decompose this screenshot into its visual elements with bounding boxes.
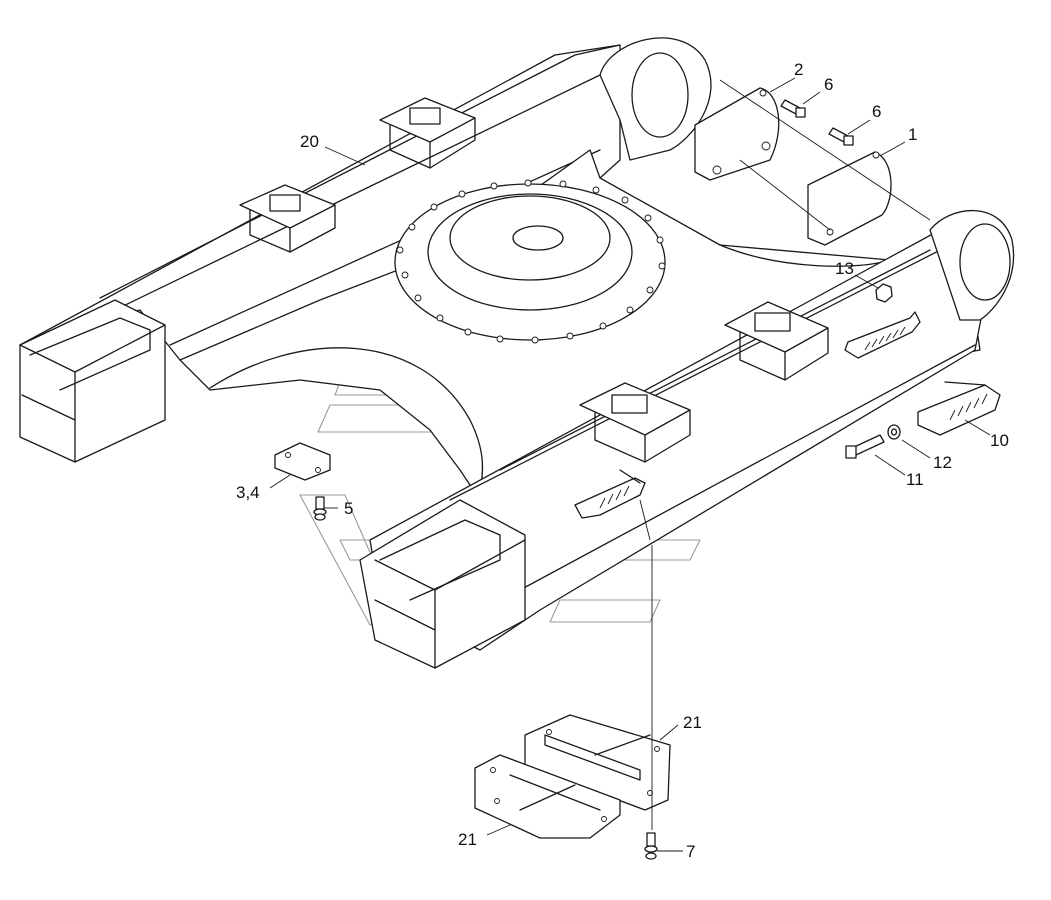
upper-roller-bracket bbox=[239, 184, 336, 253]
callout-labels: 1 2 6 6 13 20 3,4 5 10 12 11 21 21 7 bbox=[236, 60, 1009, 861]
bolt-5 bbox=[313, 496, 327, 521]
bolt-11 bbox=[845, 434, 885, 459]
under-cover-plate-21-upper bbox=[524, 714, 671, 811]
bolt-6-lower bbox=[828, 127, 854, 146]
callout-11: 11 bbox=[906, 470, 924, 489]
upper-roller-bracket bbox=[579, 382, 691, 463]
callout-13: 13 bbox=[835, 259, 854, 278]
callout-12: 12 bbox=[933, 453, 952, 472]
bolt-7 bbox=[644, 832, 658, 860]
callout-1: 1 bbox=[908, 125, 917, 144]
upper-roller-bracket bbox=[724, 301, 829, 381]
callout-6-upper: 6 bbox=[824, 75, 833, 94]
callout-20: 20 bbox=[300, 132, 319, 151]
cover-plate-3-4 bbox=[274, 442, 331, 481]
track-guide-10 bbox=[917, 381, 1001, 436]
callout-7: 7 bbox=[686, 842, 695, 861]
leader-lines bbox=[269, 77, 991, 852]
nut-13 bbox=[875, 283, 893, 303]
bolt-6-upper bbox=[780, 99, 806, 118]
washer-12 bbox=[887, 424, 901, 440]
callout-21-lower: 21 bbox=[458, 830, 477, 849]
upper-roller-bracket bbox=[379, 97, 476, 169]
cover-plate-2 bbox=[694, 87, 780, 181]
callout-3-4: 3,4 bbox=[236, 483, 260, 502]
track-guide-rack bbox=[844, 311, 921, 359]
cover-plate-1 bbox=[807, 151, 892, 246]
bolt-hole-circle bbox=[396, 179, 666, 344]
callout-6-lower: 6 bbox=[872, 102, 881, 121]
under-cover-plate-21-lower bbox=[474, 754, 621, 839]
callout-2: 2 bbox=[794, 60, 803, 79]
undercarriage-frame bbox=[19, 37, 1015, 669]
callout-5: 5 bbox=[344, 499, 353, 518]
track-guide-front bbox=[574, 469, 646, 519]
callout-10: 10 bbox=[990, 431, 1009, 450]
callout-21-upper: 21 bbox=[683, 713, 702, 732]
